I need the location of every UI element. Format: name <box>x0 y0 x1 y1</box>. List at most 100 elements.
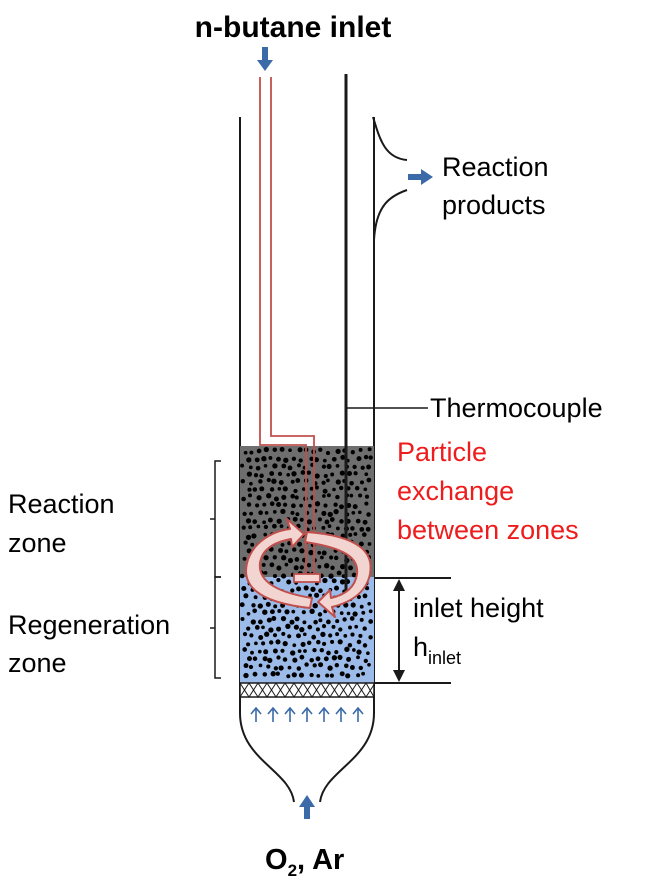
particle <box>263 532 268 537</box>
particle <box>287 557 294 564</box>
particle <box>321 464 327 469</box>
particle <box>263 446 269 453</box>
particle <box>248 525 253 530</box>
particle <box>242 647 248 652</box>
particle <box>245 518 252 524</box>
particle <box>358 447 363 452</box>
particle <box>301 610 306 615</box>
particle <box>286 579 292 585</box>
particle <box>272 510 277 514</box>
particle <box>321 510 327 516</box>
particle <box>312 647 317 653</box>
particle <box>350 632 355 637</box>
particle <box>281 463 287 469</box>
particle <box>368 609 373 614</box>
particle <box>363 454 369 460</box>
particle <box>242 632 248 637</box>
particle <box>340 533 346 538</box>
reactor-wall <box>239 117 375 803</box>
particle <box>354 624 359 629</box>
particle <box>282 502 288 507</box>
particle <box>298 458 303 463</box>
particle <box>287 665 292 670</box>
particle <box>262 656 268 662</box>
particle <box>290 479 295 484</box>
particle <box>339 504 344 510</box>
particle <box>353 471 358 476</box>
particle <box>309 657 314 663</box>
particle <box>360 480 364 485</box>
particle <box>276 565 282 571</box>
particle-exchange-label-1: Particle <box>397 437 487 467</box>
particle <box>350 526 355 531</box>
gas-arrow-icon <box>318 706 330 722</box>
particle <box>299 517 304 522</box>
particle <box>254 625 260 630</box>
particle <box>360 465 365 470</box>
particle <box>306 640 312 646</box>
particle <box>250 650 254 655</box>
particle <box>365 586 370 591</box>
particle <box>297 541 303 547</box>
particle <box>252 608 257 614</box>
particle <box>344 646 350 652</box>
thermocouple-label: Thermocouple <box>430 393 603 423</box>
particle <box>352 504 358 510</box>
particle <box>264 631 270 637</box>
gas-arrow-icon <box>250 706 262 722</box>
particle <box>276 577 281 583</box>
particle <box>339 579 346 585</box>
particle <box>259 473 264 479</box>
particle <box>262 609 268 615</box>
particle <box>310 586 316 592</box>
particle <box>364 501 369 506</box>
particle <box>246 548 252 554</box>
particle <box>335 526 340 531</box>
particle <box>271 478 277 484</box>
particle <box>241 496 246 502</box>
particle <box>299 654 305 660</box>
particle <box>272 633 278 638</box>
zone-brackets <box>210 460 221 679</box>
particle <box>281 494 287 500</box>
particle <box>280 648 285 653</box>
particle <box>261 456 267 462</box>
particle <box>294 616 300 622</box>
particle <box>339 611 344 615</box>
particle <box>247 493 253 498</box>
particle <box>303 649 307 653</box>
particle <box>326 650 331 656</box>
particle <box>321 550 327 556</box>
gas-inlet-arrow-icon <box>299 795 315 819</box>
particle <box>268 455 273 460</box>
particle <box>286 674 291 679</box>
particle <box>242 511 247 517</box>
particle <box>364 494 370 499</box>
particle <box>349 665 355 670</box>
particle <box>328 573 334 579</box>
particle <box>330 565 335 570</box>
particle <box>239 602 245 608</box>
particle <box>338 627 343 632</box>
particle <box>357 510 362 515</box>
particle <box>325 673 330 678</box>
particle <box>308 503 312 508</box>
particle <box>254 641 258 646</box>
particle <box>252 671 258 677</box>
inlet-height-label: inlet height <box>413 593 544 623</box>
particle <box>283 457 289 463</box>
particle <box>334 663 339 668</box>
particle <box>290 588 295 593</box>
particle <box>281 555 287 561</box>
particle <box>288 448 292 453</box>
particle <box>280 508 286 515</box>
particle <box>333 585 340 591</box>
particle <box>355 518 361 524</box>
particle <box>347 642 353 648</box>
particle <box>263 649 269 655</box>
particle <box>287 634 292 639</box>
particle <box>272 447 278 452</box>
particle <box>302 632 307 637</box>
particle <box>239 573 245 579</box>
particle <box>335 619 340 624</box>
